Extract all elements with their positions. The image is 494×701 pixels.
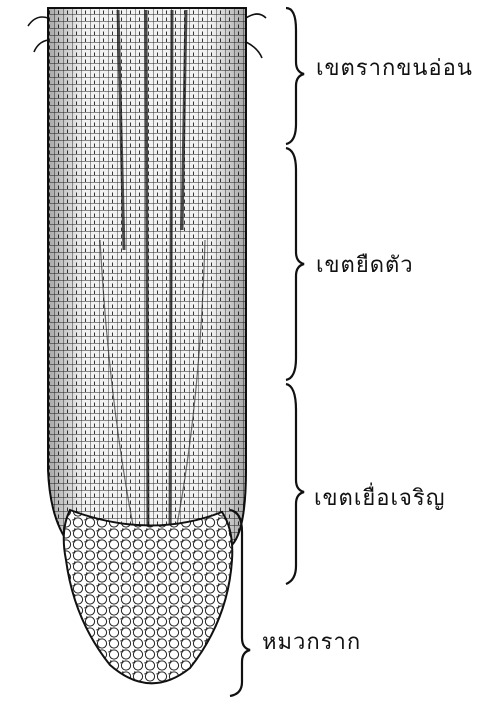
root-cap-shape — [64, 510, 233, 683]
brace-meristem — [286, 384, 304, 584]
brace-elongation — [286, 148, 304, 380]
root-body — [28, 8, 266, 580]
label-meristem-zone: เขตเยื่อเจริญ — [314, 480, 445, 515]
label-root-hair-zone: เขตรากขนอ่อน — [316, 50, 473, 85]
label-root-cap: หมวกราก — [262, 624, 361, 659]
label-elongation-zone: เขตยืดตัว — [316, 247, 414, 282]
brace-root-hair — [286, 8, 304, 144]
